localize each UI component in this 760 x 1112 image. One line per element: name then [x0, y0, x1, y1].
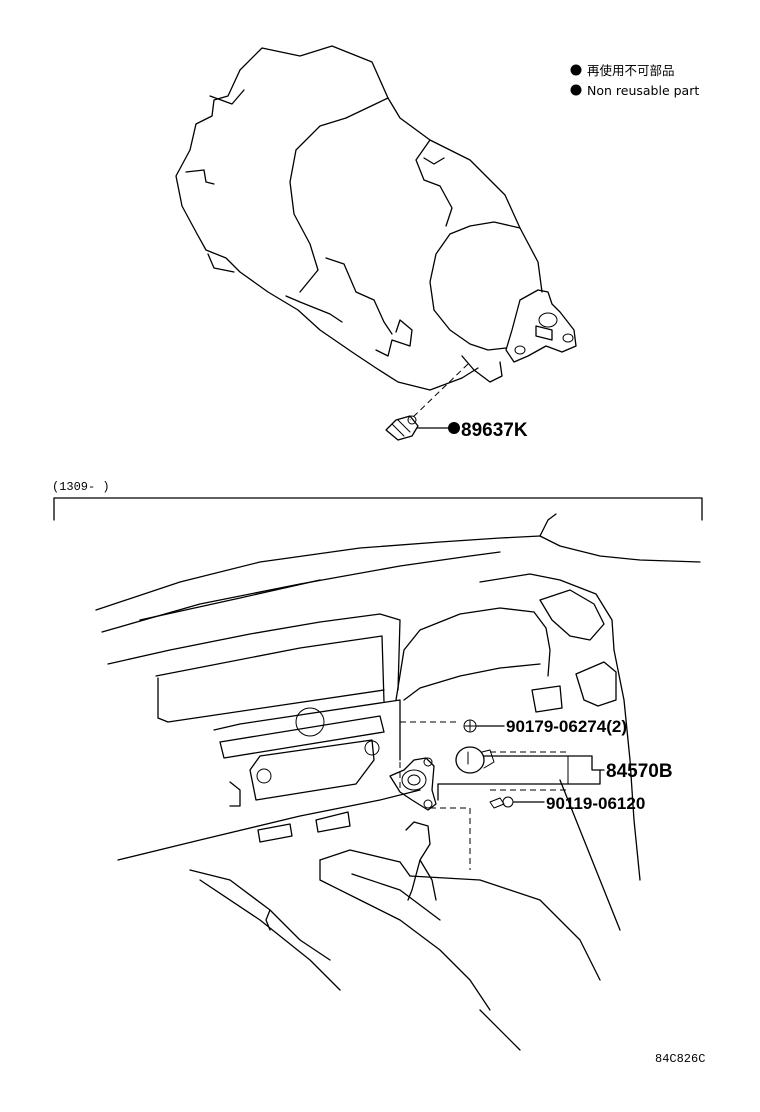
legend-english: Non reusable part: [587, 83, 699, 98]
screw-part: [489, 796, 514, 809]
callout-90179-06274: 90179-06274(2): [506, 717, 627, 736]
callout-89637k: 89637K: [461, 420, 528, 441]
transmission-assembly-drawing: 89637K: [175, 45, 577, 441]
legend-japanese: 再使用不可部品: [587, 63, 675, 78]
callout-84570b: 84570B: [606, 761, 673, 782]
non-reusable-bullet-icon: [448, 422, 460, 434]
illustration-code: 84C826C: [655, 1052, 705, 1066]
nut-part: [463, 719, 477, 733]
bracket-note: (1309- ): [52, 480, 110, 494]
push-start-switch-part: [455, 746, 495, 774]
callout-90119-06120: 90119-06120: [546, 794, 645, 813]
switch-assembly: 90179-06274(2) 84570B 90119-06120: [389, 717, 673, 813]
applicability-bracket: (1309- ): [52, 480, 703, 521]
speed-sensor-part: [385, 415, 419, 441]
dashboard-drawing: [95, 513, 701, 1051]
legend: 再使用不可部品 Non reusable part: [570, 63, 699, 98]
non-reusable-bullet-icon: [570, 64, 582, 76]
non-reusable-bullet-icon: [570, 84, 582, 96]
